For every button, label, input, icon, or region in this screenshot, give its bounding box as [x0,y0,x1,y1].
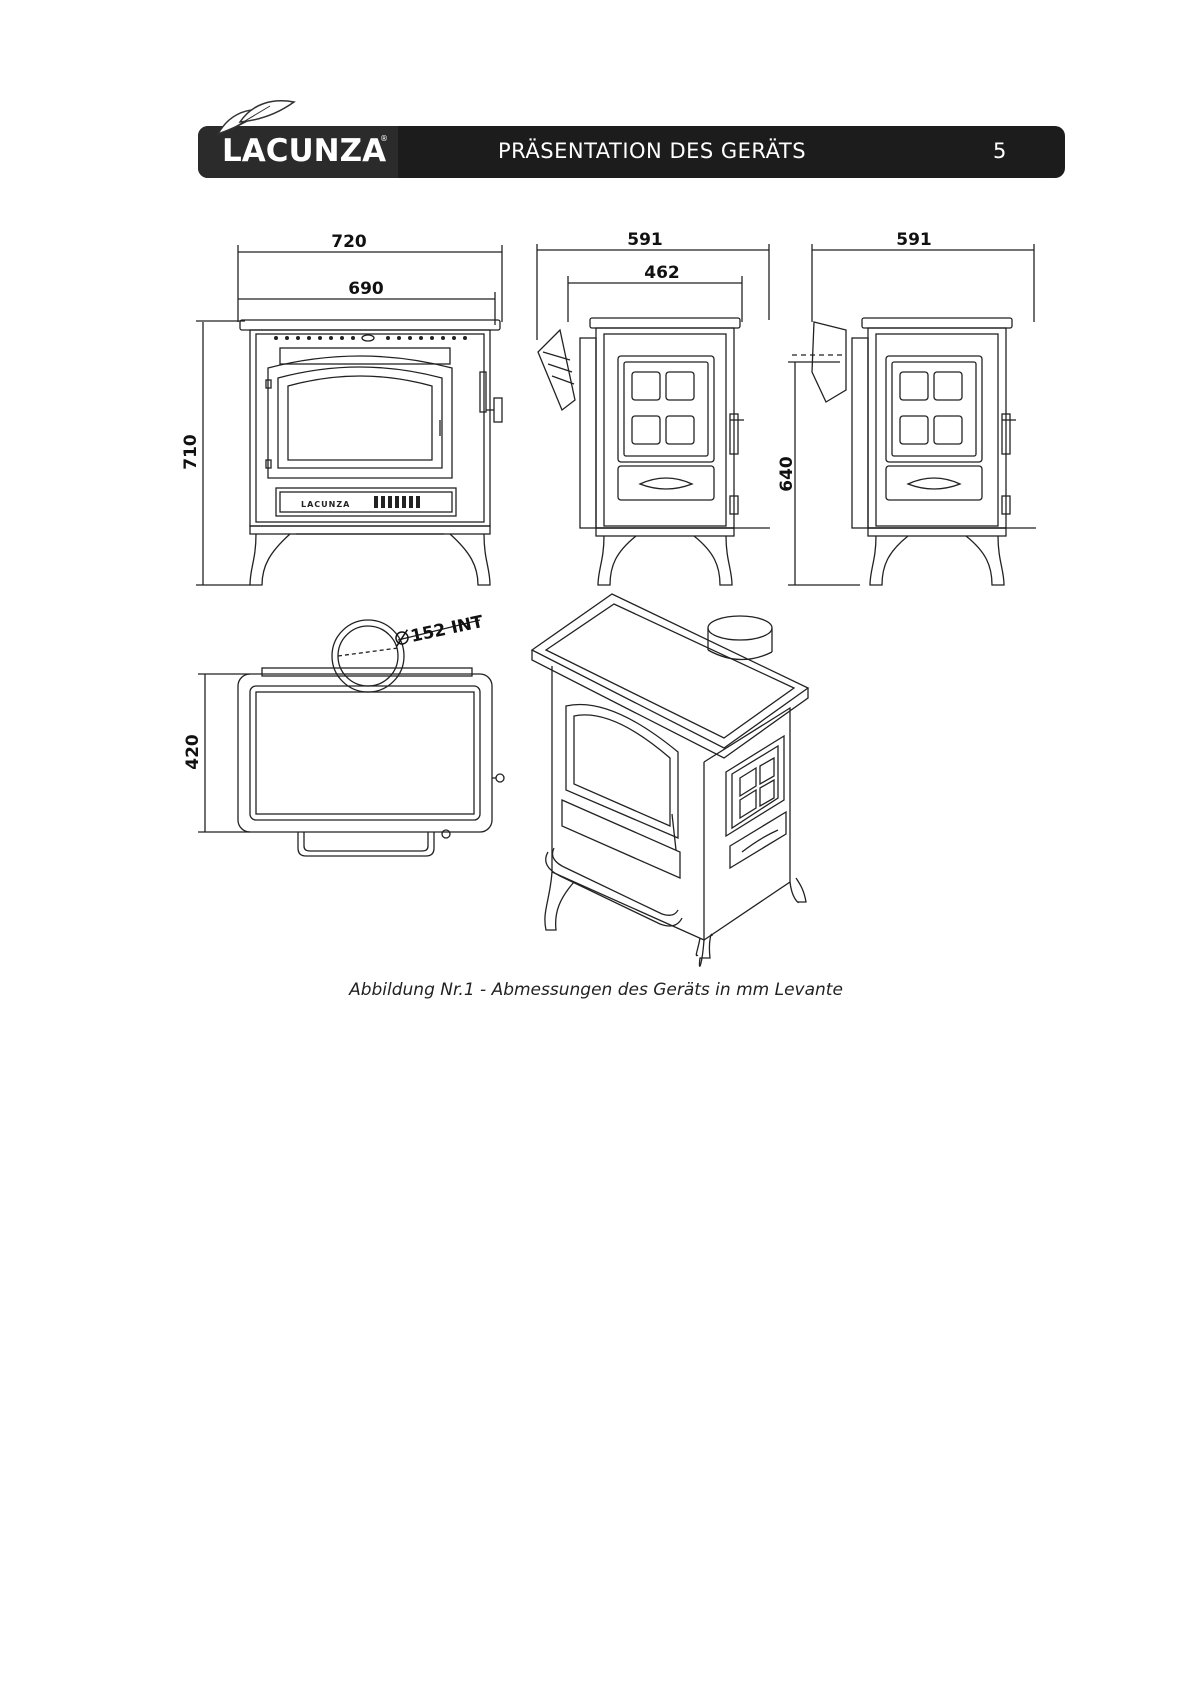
dimension-drawings: 720 690 710 591 462 591 640 420 152 INT … [0,0,1192,980]
dim-front-height: 710 [181,434,201,470]
top-view [198,620,504,856]
side-view-left [537,244,770,585]
figure-caption: Abbildung Nr.1 - Abmessungen des Geräts … [0,980,1192,1000]
dim-front-outer-width: 720 [331,232,367,252]
dim-front-inner-width: 690 [348,279,384,299]
dim-side-inner-width: 462 [644,263,680,283]
dim-flue-height: 640 [777,456,797,492]
ash-panel-label: LACUNZA [301,500,350,509]
side-view-right [788,244,1036,585]
dim-top-depth: 420 [183,734,203,770]
dim-flue-diameter: 152 INT [409,612,485,647]
dim-side-outer-width: 591 [627,230,663,250]
isometric-view [532,594,808,966]
dim-side-right-width: 591 [896,230,932,250]
diameter-icon [394,630,411,647]
